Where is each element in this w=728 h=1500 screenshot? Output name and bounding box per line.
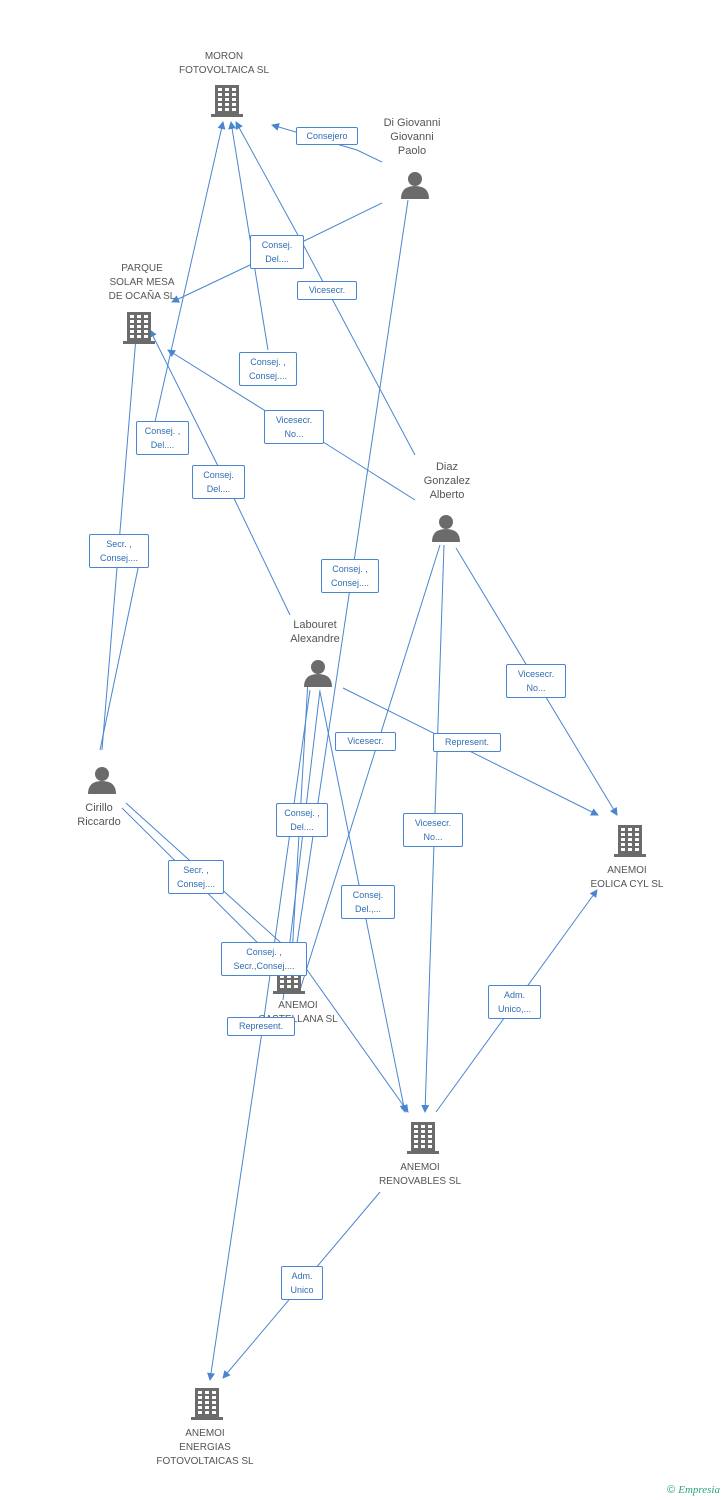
parque-building-icon[interactable]	[123, 312, 155, 344]
company-name-eolica[interactable]: ANEMOI EOLICA CYL SL	[590, 865, 664, 890]
relationship-label[interactable]: Consej. , Consej....	[321, 559, 379, 593]
relationship-edge	[289, 199, 409, 991]
relationship-edge	[151, 121, 226, 436]
relationship-label[interactable]: Adm. Unico	[281, 1266, 323, 1300]
relationship-label[interactable]: Vicesecr. No...	[264, 410, 324, 444]
renovables-building-icon[interactable]	[407, 1122, 439, 1154]
company-name-parque[interactable]: PARQUE SOLAR MESA DE OCAÑA SL	[108, 263, 176, 302]
relationship-label[interactable]: Secr. , Consej....	[168, 860, 224, 894]
diaz-person-icon[interactable]	[432, 515, 460, 542]
relationship-label[interactable]: Vicesecr.	[335, 732, 396, 751]
person-name-cirillo[interactable]: Cirillo Riccardo	[77, 802, 121, 828]
digiovanni-person-icon[interactable]	[401, 172, 429, 199]
cirillo-person-icon[interactable]	[88, 767, 116, 794]
company-name-energias[interactable]: ANEMOI ENERGIAS FOTOVOLTAICAS SL	[156, 1428, 254, 1467]
relationship-label[interactable]: Represent.	[433, 733, 501, 752]
relationship-edge	[99, 534, 146, 751]
relationship-label[interactable]: Vicesecr. No...	[403, 813, 463, 847]
relationship-label[interactable]: Vicesecr.	[297, 281, 357, 300]
relationship-label[interactable]: Consej. , Del....	[276, 803, 328, 837]
relationship-label[interactable]: Consejero	[296, 127, 358, 145]
relationship-label[interactable]: Consej. Del.,...	[341, 885, 395, 919]
copyright-icon: ©	[667, 1484, 676, 1496]
eolica-building-icon[interactable]	[614, 825, 646, 857]
relationship-label[interactable]: Adm. Unico,...	[488, 985, 541, 1019]
person-name-labouret[interactable]: Labouret Alexandre	[290, 619, 340, 645]
energias-building-icon[interactable]	[191, 1388, 223, 1420]
brand-logo-text: Empresia	[678, 1484, 720, 1496]
relationship-label[interactable]: Consej. , Secr.,Consej....	[221, 942, 307, 976]
relationship-edge	[299, 544, 441, 991]
moron-building-icon[interactable]	[211, 85, 243, 117]
relationship-label[interactable]: Vicesecr. No...	[506, 664, 566, 698]
relationship-label[interactable]: Consej. Del....	[192, 465, 245, 499]
relationship-edge	[235, 121, 416, 456]
relationship-label[interactable]: Secr. , Consej....	[89, 534, 149, 568]
person-name-diaz[interactable]: Diaz Gonzalez Alberto	[423, 461, 471, 501]
relationship-label[interactable]: Consej. Del....	[250, 235, 304, 269]
company-name-moron[interactable]: MORON FOTOVOLTAICA SL	[178, 51, 270, 76]
labouret-person-icon[interactable]	[304, 660, 332, 687]
relationship-label[interactable]: Consej. , Del....	[136, 421, 189, 455]
relationship-label[interactable]: Consej. , Consej....	[239, 352, 297, 386]
footer-brand[interactable]: ©Empresia	[667, 1484, 720, 1496]
person-name-digiovanni[interactable]: Di Giovanni Giovanni Paolo	[383, 117, 441, 157]
relationship-edge	[228, 121, 269, 351]
relationship-label[interactable]: Represent.	[227, 1017, 295, 1036]
company-name-renovables[interactable]: ANEMOI RENOVABLES SL	[378, 1162, 462, 1187]
